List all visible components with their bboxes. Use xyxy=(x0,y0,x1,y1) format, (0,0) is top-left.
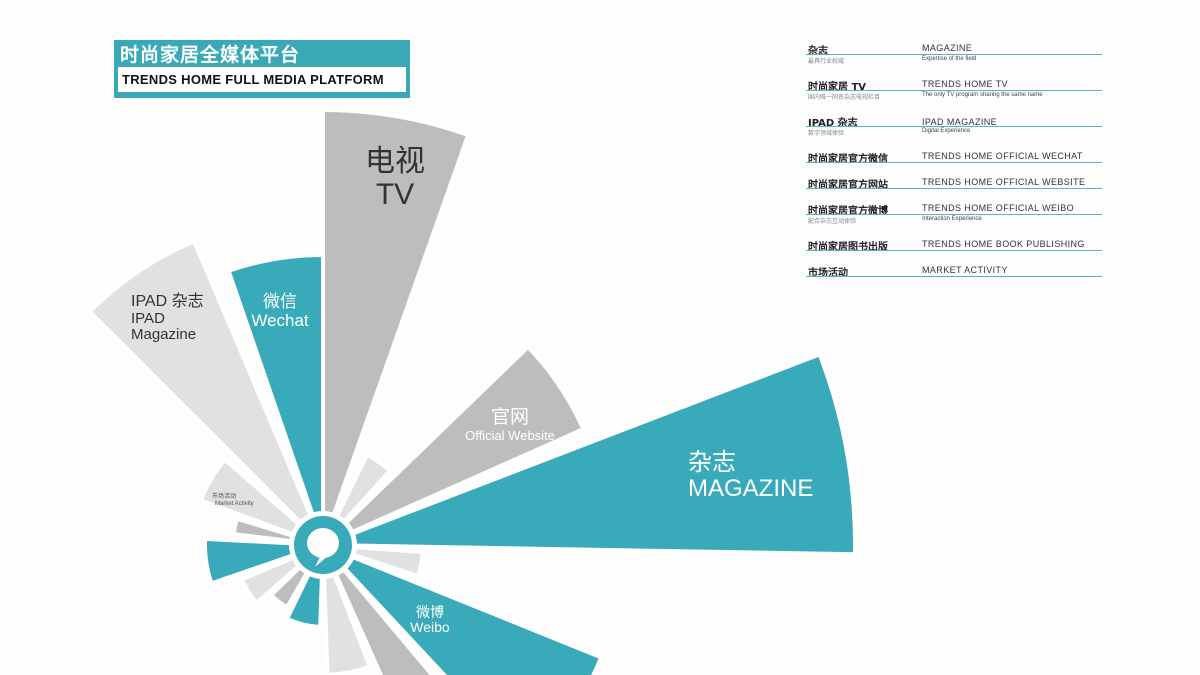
legend-sub-en: Expertise of the field xyxy=(922,56,977,62)
label-magazine-cn: 杂志 xyxy=(688,449,736,476)
legend-en: TRENDS HOME OFFICIAL WEBSITE xyxy=(922,177,1086,187)
legend-divider xyxy=(806,214,1102,215)
legend-item: 时尚家居官方微博 TRENDS HOME OFFICIAL WEIBO 配合杂志… xyxy=(806,202,1102,238)
legend-divider xyxy=(806,90,1102,91)
label-ipad-en1: IPAD xyxy=(131,309,165,327)
legend-en: MARKET ACTIVITY xyxy=(922,265,1008,275)
label-ipad-en2: Magazine xyxy=(131,326,197,344)
legend-divider xyxy=(806,54,1102,55)
legend-item: 时尚家居官方网站 TRENDS HOME OFFICIAL WEBSITE xyxy=(806,176,1102,202)
legend-sub-cn: 国内唯一同名杂志电视栏目 xyxy=(808,94,881,101)
legend-item: 时尚家居 TV TRENDS HOME TV 国内唯一同名杂志电视栏目 The … xyxy=(806,78,1102,114)
legend-en: TRENDS HOME OFFICIAL WEIBO xyxy=(922,203,1075,213)
legend-divider xyxy=(806,188,1102,189)
label-weibo-en: Weibo xyxy=(410,619,450,636)
legend-item: 时尚家居图书出版 TRENDS HOME BOOK PUBLISHING xyxy=(806,238,1102,264)
legend-cn: 时尚家居图书出版 xyxy=(808,242,888,253)
legend-item: 市场活动 MARKET ACTIVITY xyxy=(806,264,1102,290)
label-market-cn: 市场活动 xyxy=(212,494,237,500)
label-tv: 电视 TV xyxy=(350,145,440,211)
legend-cn: 时尚家居官方微博 xyxy=(808,206,888,217)
legend-en: TRENDS HOME TV xyxy=(922,79,1008,89)
legend-en: IPAD MAGAZINE xyxy=(922,117,998,127)
label-ipad: IPAD 杂志 IPAD Magazine xyxy=(131,293,204,344)
legend-sub-cn: 配合杂志互动体验 xyxy=(808,218,857,225)
label-wechat-cn: 微信 xyxy=(263,292,297,311)
legend-cn: 市场活动 xyxy=(808,268,848,279)
label-market-en: Market Activity xyxy=(215,500,254,507)
legend-en: TRENDS HOME BOOK PUBLISHING xyxy=(922,239,1085,249)
legend-sub-en: Digital Experience xyxy=(922,128,971,134)
legend-cn: 时尚家居官方微信 xyxy=(808,154,888,165)
label-weibo: 微博 Weibo xyxy=(400,604,460,636)
label-tv-cn: 电视 xyxy=(365,145,425,178)
legend-item: 杂志 MAGAZINE 最具行业权威 Expertise of the fiel… xyxy=(806,42,1102,78)
label-website-en: Official Website xyxy=(465,427,555,443)
legend-en: TRENDS HOME OFFICIAL WECHAT xyxy=(922,151,1083,161)
legend-cn: 时尚家居官方网站 xyxy=(808,180,888,191)
label-website-cn: 官网 xyxy=(490,407,529,428)
legend-divider xyxy=(806,162,1102,163)
legend-sub-en: Interaction Experience xyxy=(922,216,982,222)
title-chinese: 时尚家居全媒体平台 xyxy=(120,44,301,66)
legend-divider xyxy=(806,276,1102,277)
legend-cn: 杂志 xyxy=(808,46,828,57)
speech-bubble-icon xyxy=(307,528,339,567)
legend-divider xyxy=(806,250,1102,251)
label-website: 官网 Official Website xyxy=(450,407,570,443)
legend-sub-en: The only TV program sharing the same nam… xyxy=(922,92,1043,98)
title-english: TRENDS HOME FULL MEDIA PLATFORM xyxy=(118,67,406,92)
legend-cn: IPAD 杂志 xyxy=(808,118,858,129)
legend-cn: 时尚家居 TV xyxy=(808,82,867,93)
label-magazine-en: MAGAZINE xyxy=(688,475,814,503)
title-banner: 时尚家居全媒体平台 TRENDS HOME FULL MEDIA PLATFOR… xyxy=(114,40,410,98)
legend-divider xyxy=(806,126,1102,127)
label-tv-en: TV xyxy=(375,178,415,211)
legend-sub-cn: 数字领域体验 xyxy=(808,130,845,137)
label-magazine: 杂志 MAGAZINE xyxy=(688,449,814,503)
legend-item: 时尚家居官方微信 TRENDS HOME OFFICIAL WECHAT xyxy=(806,150,1102,176)
label-market: 市场活动 Market Activity xyxy=(212,494,254,507)
legend-sub-cn: 最具行业权威 xyxy=(808,58,845,65)
legend: 杂志 MAGAZINE 最具行业权威 Expertise of the fiel… xyxy=(806,42,1102,290)
legend-item: IPAD 杂志 IPAD MAGAZINE 数字领域体验 Digital Exp… xyxy=(806,114,1102,150)
label-weibo-cn: 微博 xyxy=(416,604,444,620)
legend-en: MAGAZINE xyxy=(922,43,973,53)
label-wechat: 微信 Wechat xyxy=(224,292,336,330)
label-ipad-cn: IPAD 杂志 xyxy=(131,293,204,310)
label-wechat-en: Wechat xyxy=(251,310,309,330)
